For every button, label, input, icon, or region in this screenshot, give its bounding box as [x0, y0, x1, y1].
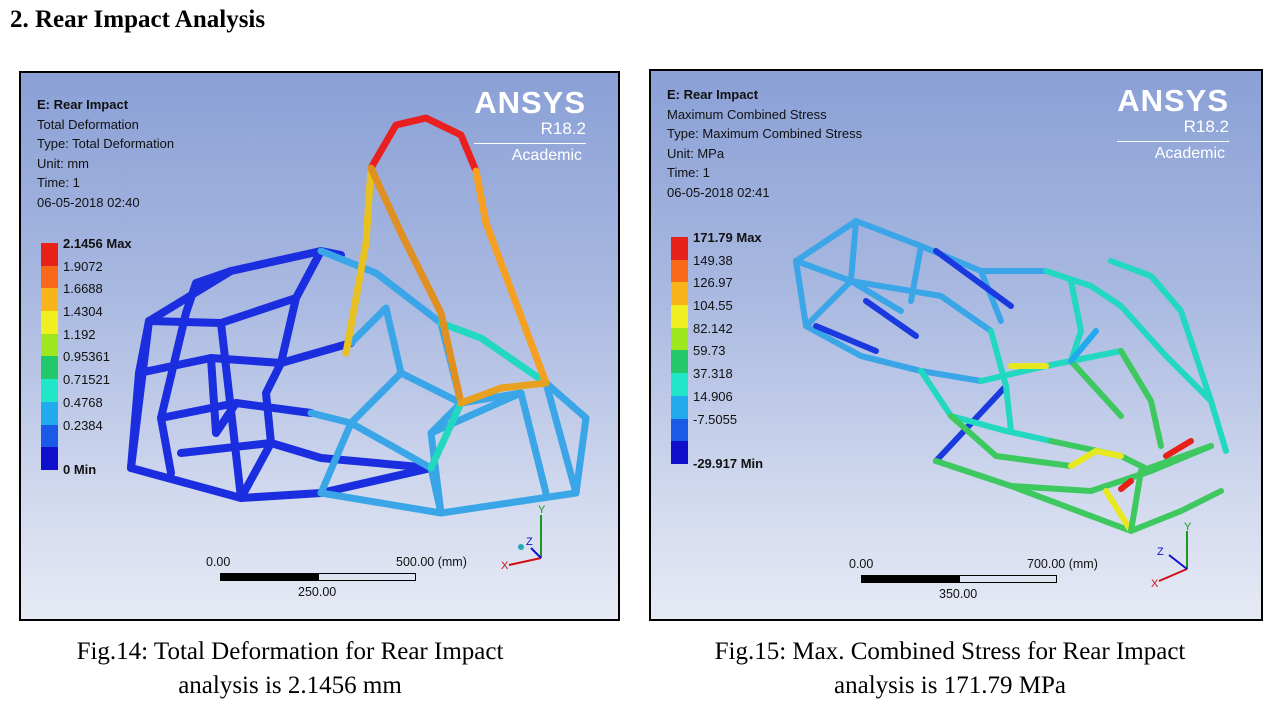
legend-swatch	[41, 243, 58, 266]
scale-bar-graphic	[220, 573, 416, 581]
ansys-logo-edition: Academic	[1117, 141, 1229, 163]
stress-result-viewport: E: Rear Impact Maximum Combined Stress T…	[649, 69, 1263, 621]
legend-swatch	[41, 265, 58, 289]
legend-label: 149.38	[693, 252, 733, 268]
caption-line: analysis is 2.1456 mm	[178, 672, 402, 699]
info-time: Time: 1	[667, 165, 710, 180]
triad-z-label: Z	[1157, 546, 1164, 558]
triad-x-label: X	[501, 560, 509, 572]
legend-swatch	[41, 447, 58, 470]
legend-label: 126.97	[693, 275, 733, 291]
legend-label: 82.142	[693, 320, 733, 336]
legend-swatch	[41, 401, 58, 425]
legend-swatch	[41, 379, 58, 402]
info-result-name: Maximum Combined Stress	[667, 106, 827, 122]
triad-z-label: Z	[526, 536, 533, 548]
ansys-logo-edition: Academic	[474, 143, 586, 165]
section-heading: 2. Rear Impact Analysis	[10, 6, 266, 33]
info-unit: Unit: mm	[37, 155, 89, 171]
info-result-name: Total Deformation	[37, 116, 139, 132]
coordinate-triad-icon: Y Z X	[501, 504, 546, 572]
legend-label: 1.6688	[63, 281, 103, 297]
ansys-logo: ANSYS R18.2 Academic	[474, 85, 586, 165]
scale-left-label: 0.00	[206, 555, 231, 569]
figure-15-caption: Fig.15: Max. Combined Stress for Rear Im…	[660, 635, 1240, 703]
legend-swatch	[671, 441, 688, 464]
caption-line: Fig.14: Total Deformation for Rear Impac…	[76, 638, 504, 665]
deformation-result-viewport: E: Rear Impact Total Deformation Type: T…	[19, 71, 620, 621]
legend-label: 1.9072	[63, 258, 103, 274]
ansys-logo: ANSYS R18.2 Academic	[1117, 83, 1229, 163]
legend-swatch	[671, 259, 688, 283]
info-timestamp: 06-05-2018 02:40	[37, 194, 140, 210]
info-time: Time: 1	[37, 175, 80, 190]
legend-swatch	[41, 288, 58, 312]
info-result-type: Type: Total Deformation	[37, 136, 175, 151]
legend-label: 0.2384	[63, 417, 103, 433]
roll-cage-stress-model	[793, 218, 1229, 534]
legend-swatch	[671, 327, 688, 351]
scale-bar-graphic	[861, 575, 1057, 583]
ansys-logo-version: R18.2	[1183, 117, 1229, 136]
info-analysis-name: E: Rear Impact	[667, 87, 759, 102]
legend-swatch	[671, 305, 688, 328]
legend-swatch	[41, 311, 58, 334]
legend-swatch	[671, 350, 688, 374]
caption-line: Fig.15: Max. Combined Stress for Rear Im…	[714, 638, 1186, 665]
info-result-type: Type: Maximum Combined Stress	[667, 126, 863, 141]
scale-mid-label: 350.00	[939, 587, 978, 601]
legend-label: 0.95361	[63, 349, 110, 365]
legend-swatch	[41, 333, 58, 357]
legend-swatch	[671, 418, 688, 442]
legend-max-label: 171.79 Max	[693, 230, 762, 245]
scale-right-label: 700.00 (mm)	[1027, 557, 1098, 571]
scale-left-label: 0.00	[849, 557, 874, 571]
legend-label: 104.55	[693, 298, 733, 314]
legend-label: 0.4768	[63, 394, 103, 410]
legend-swatch	[671, 373, 688, 396]
info-analysis-name: E: Rear Impact	[37, 97, 129, 112]
result-info-block: E: Rear Impact Maximum Combined Stress T…	[667, 85, 862, 202]
legend-label: 59.73	[693, 343, 726, 359]
legend-label: 14.906	[693, 388, 733, 404]
figure-14-caption: Fig.14: Total Deformation for Rear Impac…	[30, 635, 550, 703]
coordinate-triad-icon: Y Z X	[1151, 521, 1192, 590]
roll-cage-deformation-model	[127, 114, 590, 517]
ansys-logo-version: R18.2	[540, 119, 586, 138]
legend-swatch	[41, 424, 58, 448]
legend-swatch	[671, 237, 688, 260]
legend-max-label: 2.1456 Max	[63, 236, 132, 251]
legend-label: 1.4304	[63, 304, 103, 320]
info-unit: Unit: MPa	[667, 145, 725, 161]
legend-swatch	[671, 395, 688, 419]
scale-right-label: 500.00 (mm)	[396, 555, 467, 569]
legend-swatch	[671, 282, 688, 306]
caption-line: analysis is 171.79 MPa	[834, 672, 1066, 699]
legend-min-label: 0 Min	[63, 462, 97, 478]
legend-label: -7.5055	[693, 411, 738, 427]
legend-label: 0.71521	[63, 372, 110, 388]
info-timestamp: 06-05-2018 02:41	[667, 184, 770, 200]
triad-y-label: Y	[538, 504, 546, 516]
ansys-logo-name: ANSYS	[1117, 83, 1229, 118]
scale-mid-label: 250.00	[298, 585, 337, 599]
legend-min-label: -29.917 Min	[693, 456, 764, 472]
ansys-logo-name: ANSYS	[474, 85, 586, 120]
legend-label: 37.318	[693, 366, 733, 382]
triad-x-label: X	[1151, 578, 1159, 590]
legend-label: 1.192	[63, 326, 96, 342]
triad-y-label: Y	[1184, 521, 1192, 533]
result-info-block: E: Rear Impact Total Deformation Type: T…	[37, 95, 174, 212]
legend-swatch	[41, 356, 58, 380]
